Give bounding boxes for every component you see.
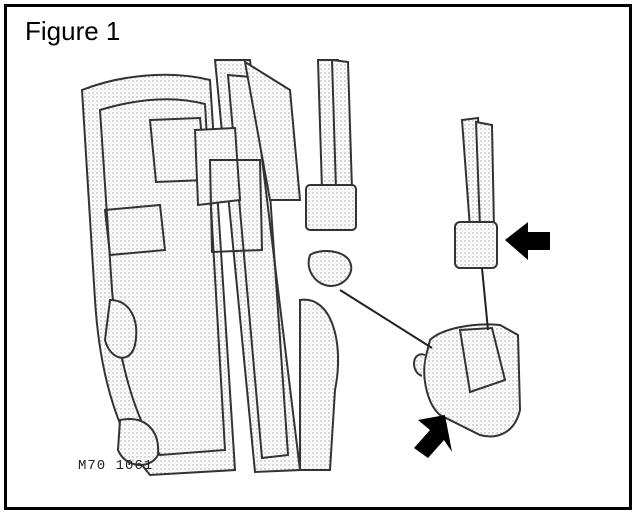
leader-lines — [339, 267, 489, 349]
figure-title: Figure 1 — [25, 16, 121, 46]
harness-connector-loose — [454, 116, 498, 269]
door-pillar-assembly — [80, 59, 339, 477]
arrow-up-right-icon — [414, 415, 452, 458]
arrow-left-icon — [505, 222, 550, 260]
drawing-code: M70 1061 — [78, 458, 154, 474]
sensor-unit — [413, 323, 522, 438]
harness-connector-installed — [305, 58, 357, 287]
